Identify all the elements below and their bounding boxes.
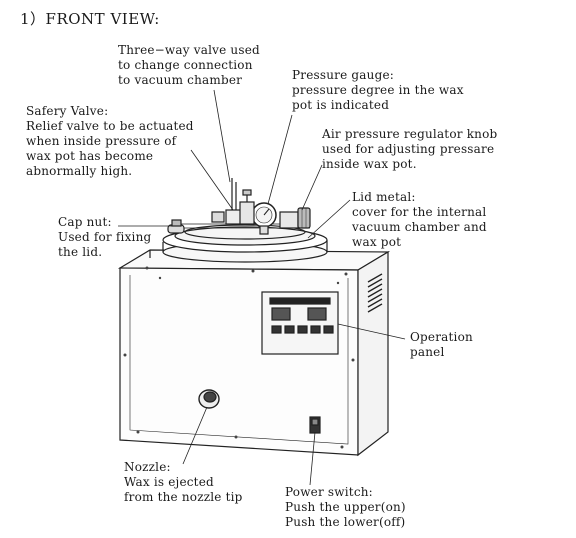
safety-valve — [211, 178, 243, 225]
operation-panel-callout: Operation panel — [410, 330, 473, 359]
cap-nut — [167, 219, 185, 234]
operation-panel — [261, 291, 339, 355]
cap-nut-callout: Cap nut: Used for fixing the lid. — [58, 215, 152, 259]
safety-valve-callout: Safery Valve: Relief valve to be actuate… — [26, 104, 194, 178]
diagram-title: 1）FRONT VIEW: — [20, 10, 160, 28]
nozzle — [198, 389, 220, 409]
side-vents — [367, 273, 383, 313]
lid-assembly — [162, 223, 328, 263]
leader-lines — [118, 89, 406, 486]
three-way-valve — [239, 189, 255, 225]
power-switch-callout: Power switch: Push the upper(on) Push th… — [285, 485, 406, 529]
cabinet-body — [117, 249, 391, 457]
pressure-gauge-callout: Pressure gauge: pressure degree in the w… — [292, 68, 464, 112]
three-way-valve-callout: Three−way valve used to change connectio… — [118, 43, 260, 87]
nozzle-callout: Nozzle: Wax is ejected from the nozzle t… — [124, 460, 243, 504]
lid-metal-callout: Lid metal: cover for the internal vacuum… — [352, 190, 487, 249]
power-switch — [309, 416, 321, 434]
air-regulator-callout: Air pressure regulator knob used for adj… — [322, 127, 498, 171]
air-regulator — [279, 207, 311, 229]
cabinet-rivets — [123, 266, 355, 449]
